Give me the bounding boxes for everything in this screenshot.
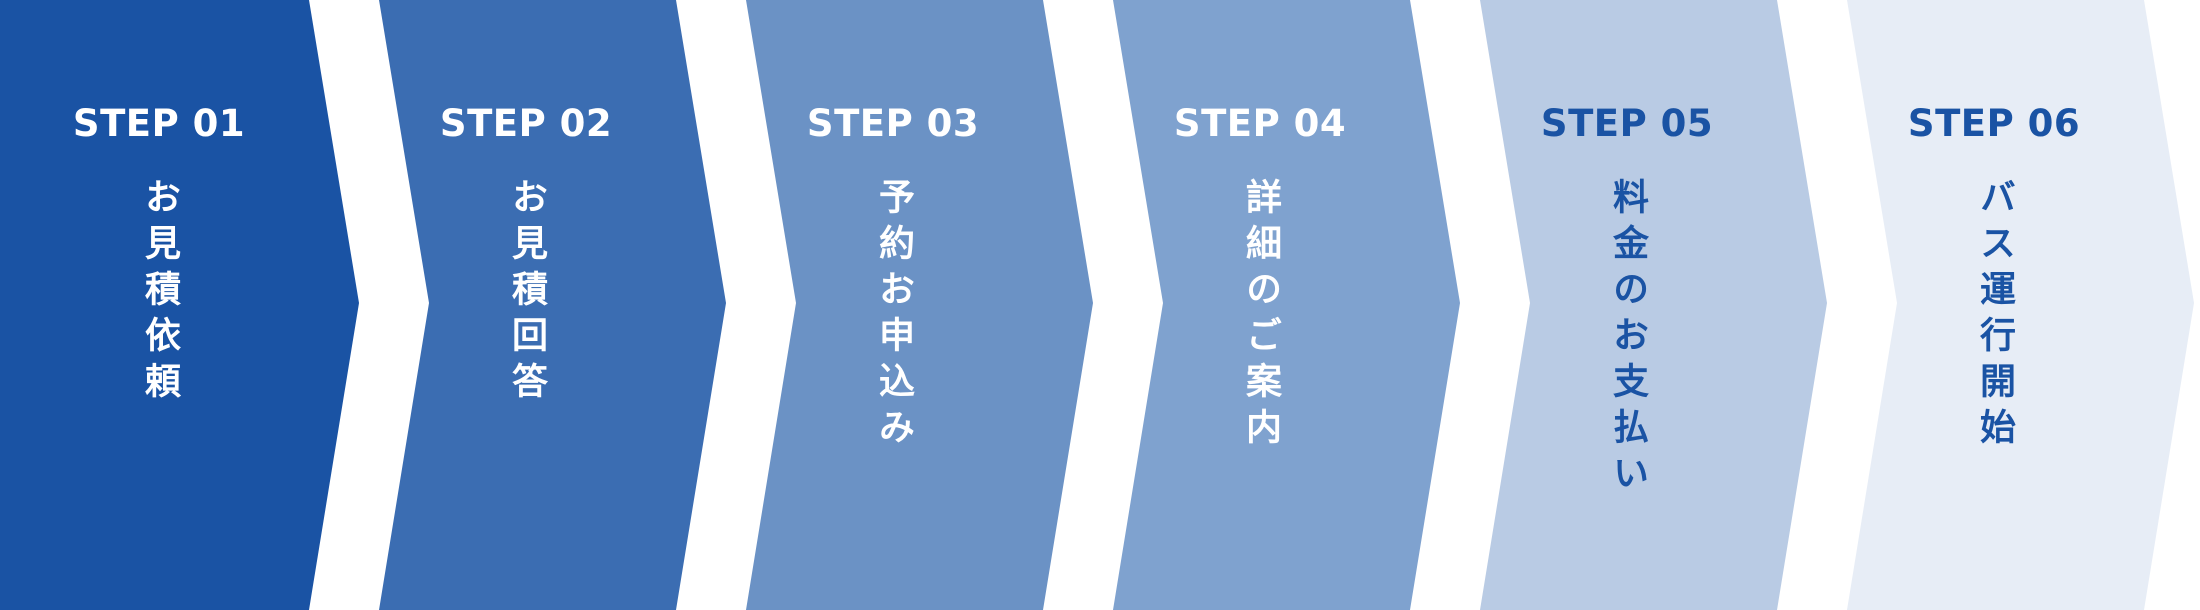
step-06: STEP 06 バス運行開始 bbox=[1835, 0, 2153, 610]
step-06-label: STEP 06 bbox=[1907, 102, 2081, 145]
step-02-label: STEP 02 bbox=[439, 102, 613, 145]
step-03-title: 予約お申込み bbox=[873, 178, 914, 454]
step-05: STEP 05 料金のお支払い bbox=[1468, 0, 1786, 610]
step-05-chevron bbox=[1480, 0, 1827, 610]
step-01: STEP 01 お見積依頼 bbox=[0, 0, 318, 610]
step-02: STEP 02 お見積回答 bbox=[367, 0, 685, 610]
step-05-label: STEP 05 bbox=[1540, 102, 1714, 145]
step-05-title: 料金のお支払い bbox=[1607, 178, 1648, 500]
step-01-label: STEP 01 bbox=[72, 102, 246, 145]
step-03-chevron bbox=[746, 0, 1093, 610]
step-02-chevron bbox=[379, 0, 726, 610]
step-04-title: 詳細のご案内 bbox=[1240, 178, 1281, 454]
step-02-title: お見積回答 bbox=[506, 178, 547, 408]
step-03-label: STEP 03 bbox=[806, 102, 980, 145]
step-04-label: STEP 04 bbox=[1173, 102, 1347, 145]
step-06-title: バス運行開始 bbox=[1974, 178, 2015, 454]
step-06-chevron bbox=[1847, 0, 2194, 610]
step-04: STEP 04 詳細のご案内 bbox=[1101, 0, 1419, 610]
step-01-title: お見積依頼 bbox=[139, 178, 180, 408]
step-01-chevron bbox=[0, 0, 359, 610]
step-03: STEP 03 予約お申込み bbox=[734, 0, 1052, 610]
step-04-chevron bbox=[1113, 0, 1460, 610]
